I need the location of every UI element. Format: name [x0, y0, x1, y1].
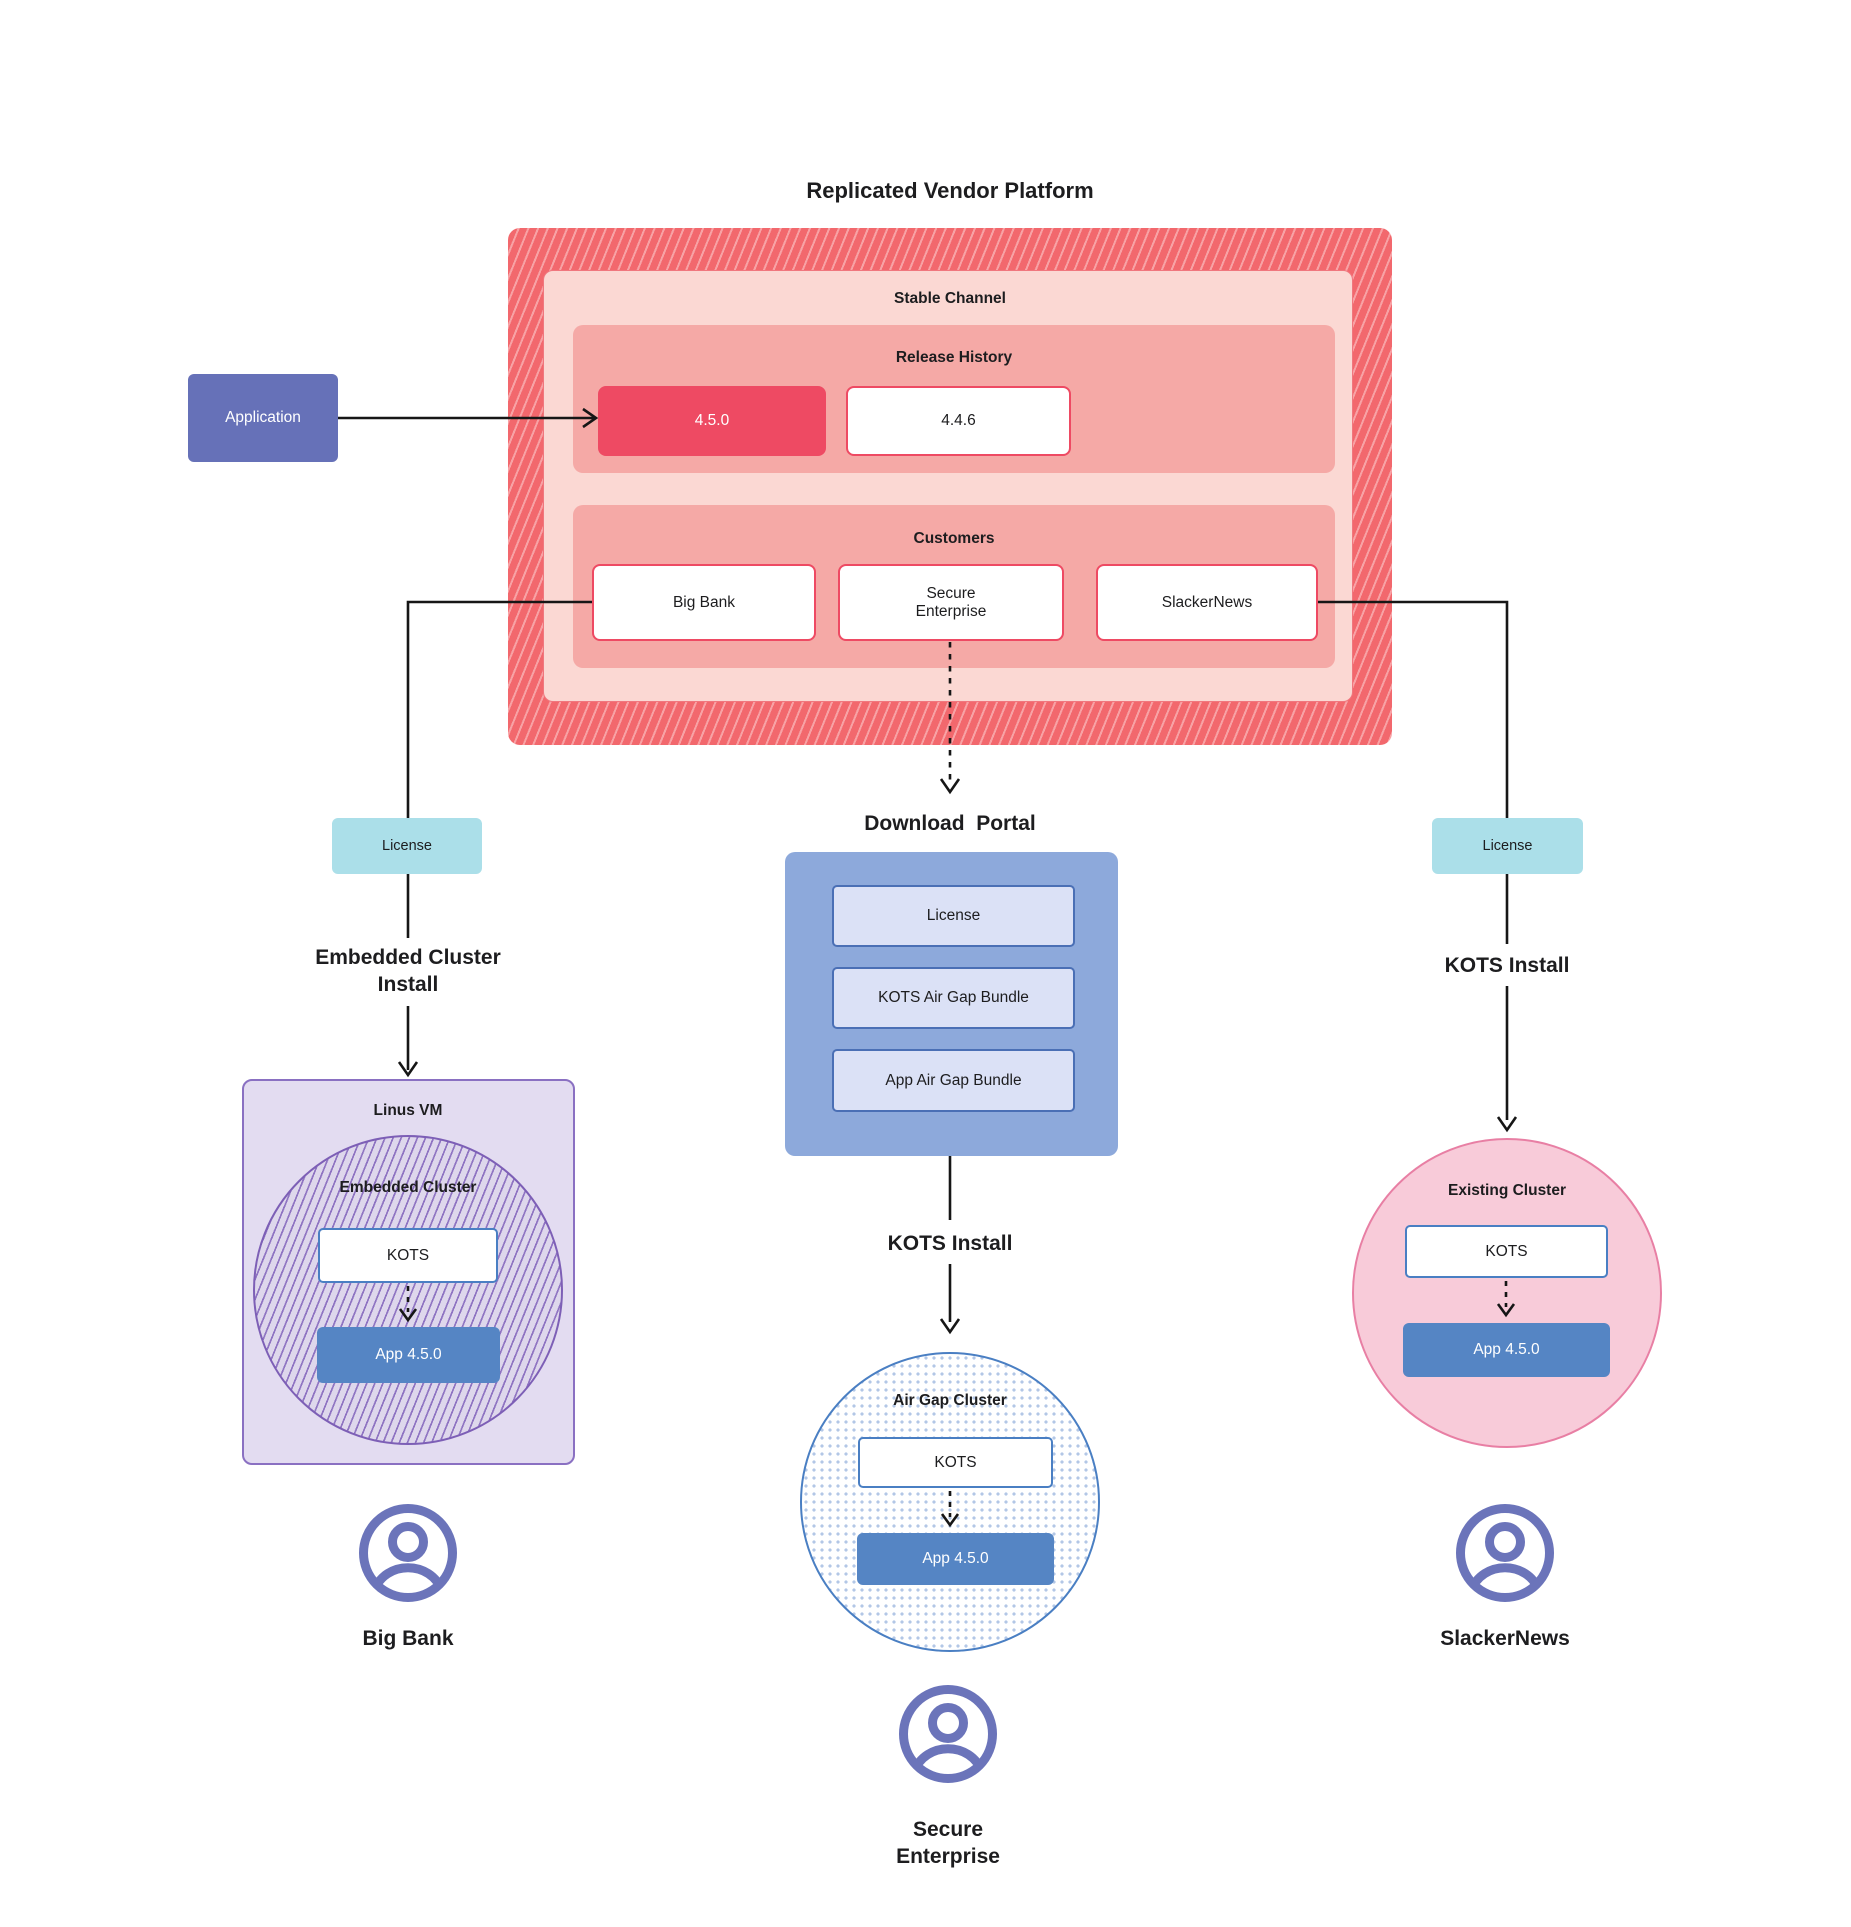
embedded-cluster-install-label: Embedded Cluster Install	[315, 946, 501, 996]
secure-enterprise-user-icon	[898, 1684, 998, 1784]
embedded-cluster-circle	[253, 1135, 563, 1445]
air-gap-cluster-label: Air Gap Cluster	[893, 1392, 1007, 1409]
download-portal-title: Download Portal	[864, 812, 1036, 835]
existing-cluster-label: Existing Cluster	[1448, 1182, 1566, 1199]
slackernews-user-label: SlackerNews	[1440, 1627, 1570, 1650]
kots-box-existing: KOTS	[1405, 1225, 1608, 1278]
release-history-label: Release History	[895, 349, 1013, 366]
arrowhead-linusvm	[397, 1061, 419, 1078]
kots-install-label-right: KOTS Install	[1444, 954, 1570, 977]
license-badge-right: License	[1432, 818, 1583, 874]
app-box-airgap: App 4.5.0	[857, 1533, 1054, 1585]
kots-box-embedded: KOTS	[318, 1228, 498, 1283]
portal-license: License	[832, 885, 1075, 947]
release-version-4-5-0: 4.5.0	[598, 386, 826, 456]
kots-box-airgap: KOTS	[858, 1437, 1053, 1488]
app-box-embedded: App 4.5.0	[317, 1327, 500, 1383]
diagram-title: Replicated Vendor Platform	[806, 178, 1094, 203]
secure-enterprise-user-label: Secure Enterprise	[896, 1818, 1000, 1868]
customer-secure-enterprise: Secure Enterprise	[838, 564, 1064, 641]
linus-vm-label: Linus VM	[373, 1102, 443, 1119]
app-box-existing: App 4.5.0	[1403, 1323, 1610, 1377]
customer-big-bank: Big Bank	[592, 564, 816, 641]
embedded-cluster-label: Embedded Cluster	[339, 1179, 477, 1196]
license-badge-left: License	[332, 818, 482, 874]
kots-install-label-center: KOTS Install	[887, 1232, 1013, 1255]
slackernews-user-icon	[1455, 1503, 1555, 1603]
customers-label: Customers	[913, 530, 995, 547]
arrowhead-portal	[939, 778, 961, 795]
portal-app-air-gap-bundle: App Air Gap Bundle	[832, 1049, 1075, 1112]
arrowhead-airgap	[939, 1318, 961, 1335]
big-bank-user-label: Big Bank	[362, 1627, 454, 1650]
big-bank-user-icon	[358, 1503, 458, 1603]
release-version-4-4-6: 4.4.6	[846, 386, 1071, 456]
customer-slackernews: SlackerNews	[1096, 564, 1318, 641]
application-box: Application	[188, 374, 338, 462]
arrowhead-existing	[1496, 1116, 1518, 1133]
portal-kots-air-gap-bundle: KOTS Air Gap Bundle	[832, 967, 1075, 1029]
stable-channel-label: Stable Channel	[894, 290, 1006, 307]
